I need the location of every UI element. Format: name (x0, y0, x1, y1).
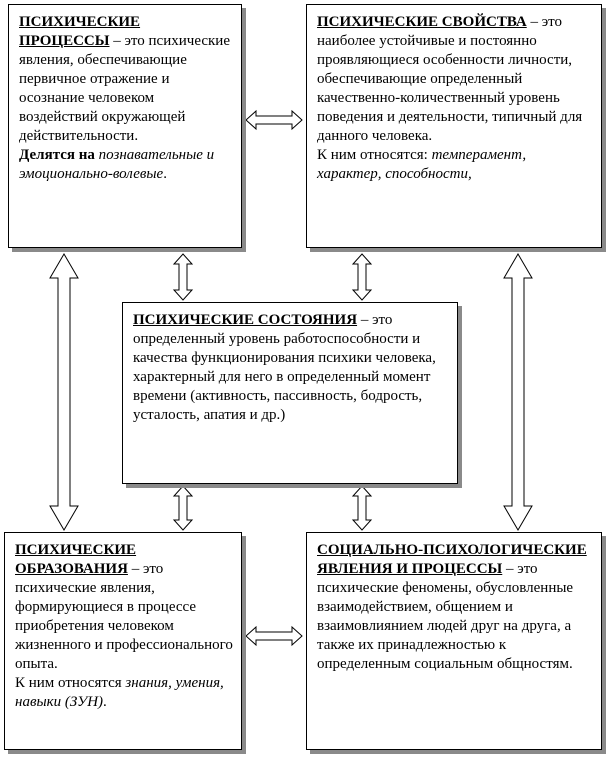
arrow-processes-formations (49, 253, 79, 531)
box-mental-properties-text: Психические свойства – это наиболее усто… (317, 13, 593, 146)
box-mental-properties-includes-label: К ним относятся: (317, 147, 428, 163)
box-mental-states-body: это определенный уровень работоспособнос… (133, 312, 436, 423)
box-mental-processes-title: Психические процессы (19, 14, 141, 49)
box-mental-processes-body: психические явления, обеспечивающие перв… (19, 33, 230, 144)
box-mental-formations-types: К ним относятся знания, умения, навыки (… (15, 674, 233, 712)
box-mental-processes-types-list: познавательные и эмоционально-волевые (19, 147, 215, 182)
box-mental-properties: Психические свойства – это наиболее усто… (306, 4, 602, 248)
box-mental-properties-types-list: темперамент, характер, способности, (317, 147, 527, 182)
box-mental-properties-dash: – (526, 14, 538, 30)
box-mental-properties-types: К ним относятся: темперамент, характер, … (317, 146, 593, 184)
box-sociopsychological-phenomena: Социально-психологические явления и проц… (306, 532, 602, 750)
box-mental-formations-title: Психические образования (15, 542, 137, 577)
arrow-properties-states (351, 253, 373, 301)
box-mental-formations-text: Психические образования – это психически… (15, 541, 233, 674)
box-mental-formations-period: . (103, 694, 107, 710)
arrow-properties-sociopsych (503, 253, 533, 531)
arrow-processes-states (172, 253, 194, 301)
box-mental-formations-types-list: знания, умения, навыки (ЗУН) (15, 675, 224, 710)
arrow-states-sociopsych (351, 485, 373, 531)
box-mental-states-title: Психические состояния (133, 312, 358, 328)
box-mental-properties-title: Психические свойства (317, 14, 527, 30)
box-mental-states-text: Психические состояния – это определенный… (133, 311, 449, 425)
box-mental-states-dash: – (357, 312, 369, 328)
box-mental-states: Психические состояния – это определенный… (122, 302, 458, 484)
box-mental-formations: Психические образования – это психически… (4, 532, 242, 750)
box-mental-processes-text: Психические процессы – это психические я… (19, 13, 233, 146)
box-mental-processes: Психические процессы – это психические я… (8, 4, 242, 248)
box-mental-formations-dash: – (127, 561, 140, 577)
box-sociopsychological-phenomena-dash: – (502, 561, 514, 577)
box-sociopsychological-phenomena-title: Социально-психологические явления и проц… (317, 542, 587, 577)
box-mental-processes-types: Делятся на познавательные и эмоционально… (19, 146, 233, 184)
box-sociopsychological-phenomena-text: Социально-психологические явления и проц… (317, 541, 593, 674)
arrow-processes-properties (245, 109, 303, 131)
box-mental-formations-includes-label: К ним относятся (15, 675, 122, 691)
arrow-states-formations (172, 485, 194, 531)
box-mental-processes-divided-label: Делятся на (19, 147, 95, 163)
box-mental-processes-period: . (163, 166, 167, 182)
box-mental-formations-body: это психические явления, формирующиеся в… (15, 561, 233, 672)
box-sociopsychological-phenomena-body: это психические феномены, обусловленные … (317, 561, 574, 672)
box-mental-processes-dash: – это (109, 33, 145, 49)
arrow-formations-sociopsych (245, 625, 303, 647)
box-mental-properties-body: это наиболее устойчивые и постоянно проя… (317, 14, 583, 144)
